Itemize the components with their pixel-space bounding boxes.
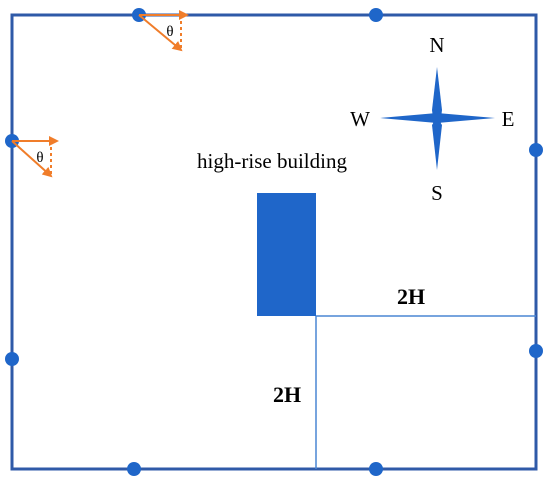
angle-theta-icon: θ <box>11 136 59 178</box>
high-rise-building <box>257 193 316 316</box>
compass-rose-icon: N S W E <box>350 33 514 205</box>
compass-west-label: W <box>350 107 370 131</box>
compass-east-label: E <box>502 107 515 131</box>
angle-theta-icon: θ <box>138 10 189 52</box>
circle-marker-icon <box>529 344 543 358</box>
circle-marker-icon <box>127 462 141 476</box>
site-boundary <box>10 13 538 471</box>
angle-label: θ <box>166 24 173 40</box>
circle-marker-icon <box>5 352 19 366</box>
distance-label-horizontal: 2H <box>397 284 425 309</box>
compass-south-label: S <box>431 181 443 205</box>
circle-marker-icon <box>529 143 543 157</box>
boundary-markers <box>5 8 543 476</box>
circle-marker-icon <box>369 8 383 22</box>
building-label: high-rise building <box>197 149 347 173</box>
angle-label: θ <box>36 150 43 166</box>
distance-label-vertical: 2H <box>273 382 301 407</box>
circle-marker-icon <box>369 462 383 476</box>
compass-north-label: N <box>429 33 444 57</box>
